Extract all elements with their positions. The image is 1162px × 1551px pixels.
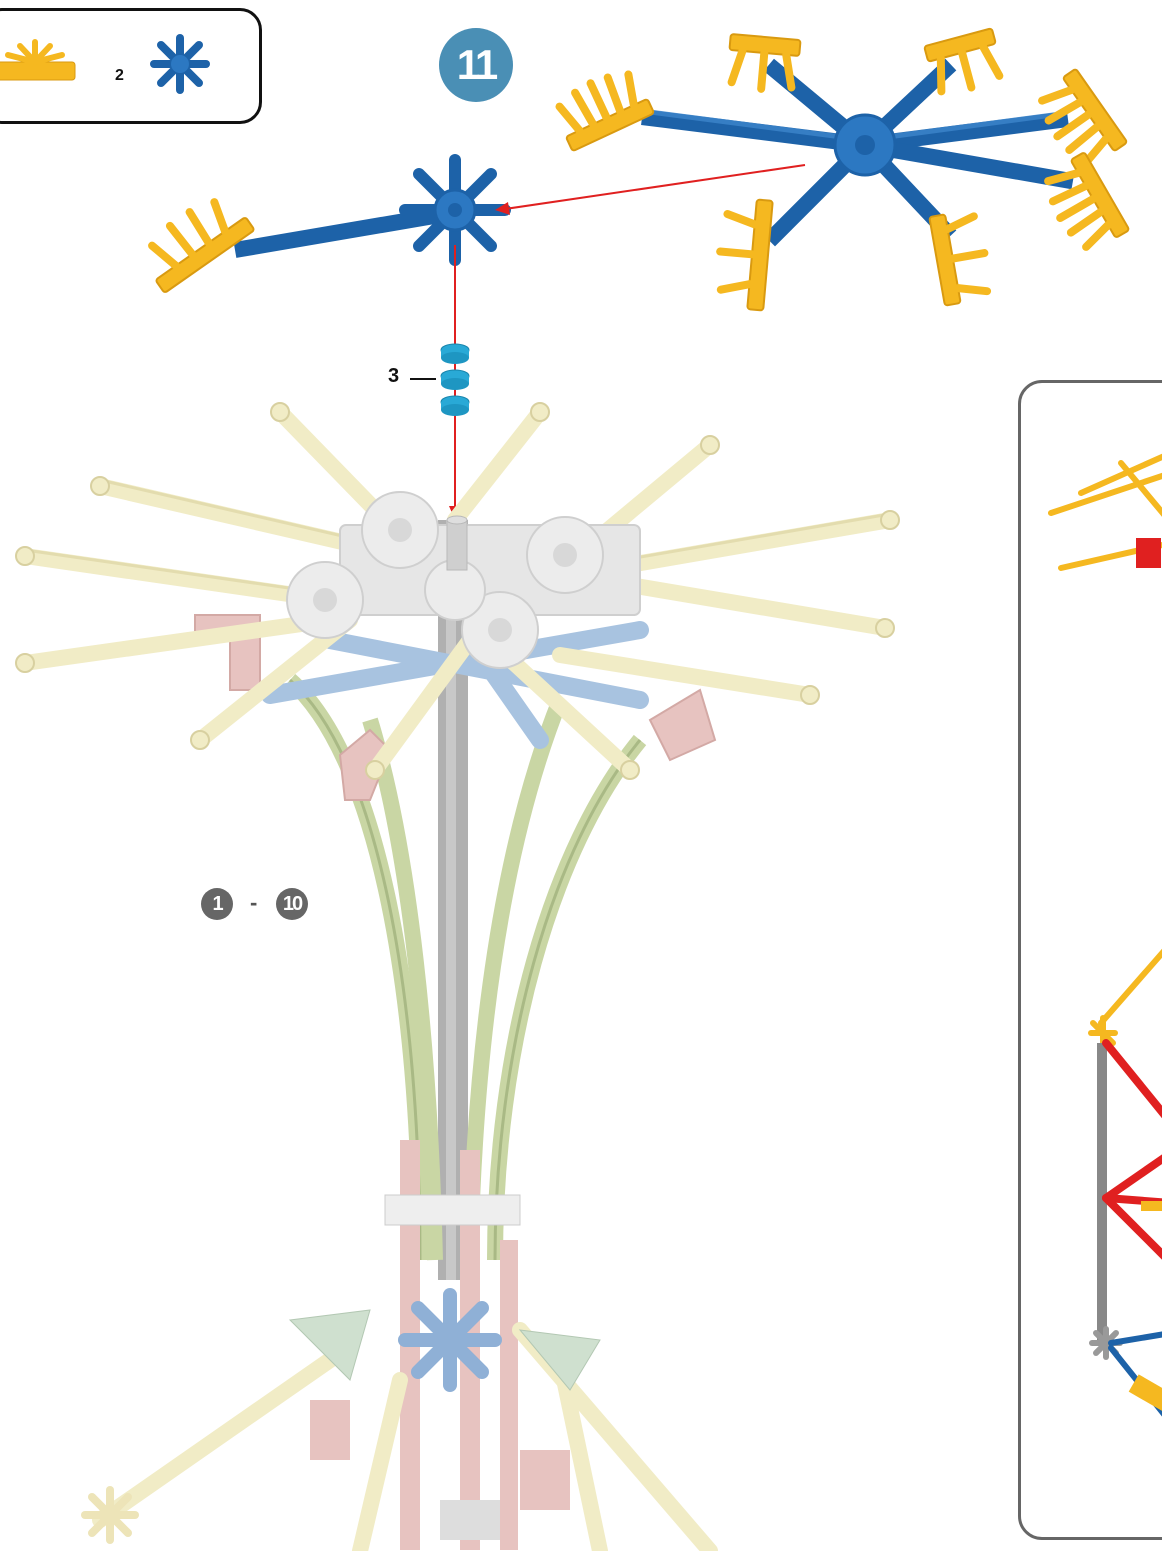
faded-tower-structure — [16, 403, 899, 1551]
spacer-stack-icon — [441, 344, 469, 416]
single-arm-assembly — [135, 160, 505, 293]
range-start-badge: 1 — [201, 888, 233, 920]
model-preview-illustration — [1021, 383, 1162, 1540]
star-assembly — [550, 28, 1130, 310]
range-dash: - — [250, 890, 257, 916]
model-preview-box — [1018, 380, 1162, 1540]
range-end-badge: 10 — [276, 888, 308, 920]
spacer-callout-line — [410, 378, 436, 380]
part-yellow-connector-icon — [0, 42, 75, 80]
part-blue-connector-icon — [154, 38, 206, 90]
spacer-qty-label: 3 — [388, 365, 399, 388]
